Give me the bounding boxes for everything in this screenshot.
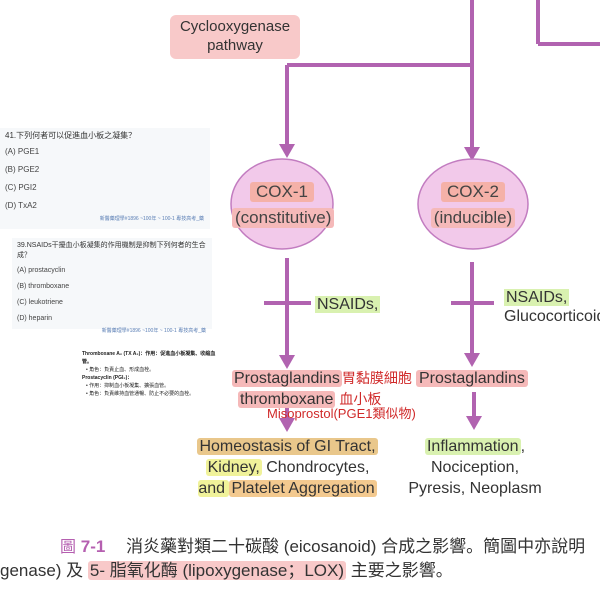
- figure-caption: 圖 7-1 消炎藥對類二十碳酸 (eicosanoid) 合成之影響。簡圖中亦說…: [0, 535, 586, 582]
- pathway-line2: pathway: [207, 37, 263, 54]
- arrowhead-cox2: [464, 147, 480, 161]
- figure-square-icon: 圖: [60, 539, 77, 556]
- arrowhead-prost-left: [279, 355, 295, 369]
- nsaids-right-line1: NSAIDs,: [504, 289, 570, 306]
- quiz-41-source: 新醫藥理學#1896 ~100年 ~ 100-1 專技高考_藥: [99, 216, 204, 222]
- quiz-panel-41: 41.下列何者可以促進血小板之凝集？ (A) PGE1 (B) PGE2 (C)…: [0, 128, 210, 229]
- outcomes-right: Inflammation, Nociception, Pyresis, Neop…: [400, 436, 550, 499]
- pyresis-label: Pyresis, Neoplasm: [408, 480, 542, 497]
- homeostasis-gi-label: Homeostasis of GI Tract,: [197, 438, 378, 455]
- nsaids-left-label: NSAIDs,: [315, 296, 381, 313]
- caption-lox-highlight: 5- 脂氧化酶 (lipoxygenase；LOX): [87, 561, 347, 580]
- quiz-39-option-b: (B) thromboxane: [17, 283, 70, 290]
- kidney-label: Kidney,: [205, 459, 262, 476]
- misoprostol-note: Misoprostol(PGE1類似物): [267, 406, 416, 421]
- connector-lines: [285, 0, 600, 148]
- prostaglandins-right-label: Prostaglandins: [416, 370, 528, 387]
- glucocorticoids-label: Glucocorticoids: [504, 308, 600, 325]
- note-line-5: • 角色：負責維持血管通暢、防止不必要的血栓。: [86, 391, 195, 397]
- thromboxane-label: thromboxane: [238, 391, 336, 408]
- nsaids-right-label: NSAIDs, Glucocorticoids: [504, 288, 600, 326]
- cox2-subtitle: (inducible): [430, 208, 516, 228]
- arrowhead-prost-right: [464, 353, 480, 367]
- quiz-39-source: 新醫藥理學#1896 ~100年 ~ 100-1 專技高考_藥: [101, 328, 206, 334]
- note-line-3: Prostacyclin (PGI₂)：: [82, 375, 133, 381]
- thromboxane-prostacyclin-notes: Thromboxane A₂ (TX A₂)：作用：促進血小板凝集、收縮血管。 …: [82, 350, 222, 398]
- cyclooxygenase-pathway-box: Cyclooxygenase pathway: [170, 15, 300, 59]
- chondrocytes-label: Chondrocytes,: [261, 459, 370, 476]
- platelet-note: 血小板: [339, 391, 382, 407]
- cox1-subtitle: (constitutive): [232, 208, 335, 228]
- quiz-41-option-d: (D) TxA2: [5, 201, 37, 210]
- caption-line2-start: genase) 及: [0, 561, 88, 580]
- arrowhead-cox1: [279, 144, 295, 158]
- cox1-label: COX-1 (constitutive): [232, 182, 335, 228]
- figure-label: 圖 7-1: [60, 537, 106, 556]
- gastric-mucosa-note: 胃黏膜細胞: [341, 370, 412, 386]
- cox1-name: COX-1: [250, 182, 314, 202]
- quiz-41-option-c: (C) PGI2: [5, 183, 37, 192]
- caption-line1: 消炎藥對類二十碳酸 (eicosanoid) 合成之影響。簡圖中亦說明: [126, 537, 586, 556]
- nociception-label: Nociception,: [430, 459, 520, 476]
- quiz-41-option-b: (B) PGE2: [5, 165, 40, 174]
- cox2-label: COX-2 (inducible): [422, 182, 524, 228]
- and-label: and: [198, 480, 230, 497]
- note-line-2: • 角色：負責止血、形成血栓。: [86, 367, 155, 373]
- note-line-4: • 作用：抑制血小板凝集、擴張血管。: [86, 383, 170, 389]
- quiz-39-option-d: (D) heparin: [17, 315, 53, 322]
- inflammation-label: Inflammation: [424, 438, 521, 455]
- products-right: Prostaglandins: [416, 369, 528, 389]
- arrowhead-outcome-left: [279, 418, 295, 432]
- note-line-1: Thromboxane A₂ (TX A₂)：作用：促進血小板凝集、收縮血管。: [82, 351, 216, 365]
- prostaglandins-left-label: Prostaglandins: [232, 370, 342, 387]
- arrowhead-outcome-right: [466, 416, 482, 430]
- outcomes-left: Homeostasis of GI Tract, Kidney, Chondro…: [190, 436, 385, 499]
- platelet-aggregation-label: Platelet Aggregation: [229, 480, 377, 497]
- quiz-39-option-c: (C) leukotriene: [17, 299, 63, 306]
- quiz-panel-39: 39.NSAIDs干擾血小板凝集的作用機制是抑制下列何者的生合成？ (A) pr…: [12, 238, 212, 334]
- quiz-41-option-a: (A) PGE1: [5, 147, 40, 156]
- pathway-line1: Cyclooxygenase: [179, 18, 291, 35]
- quiz-39-question: 39.NSAIDs干擾血小板凝集的作用機制是抑制下列何者的生合成？: [17, 242, 206, 259]
- cox2-name: COX-2: [441, 182, 505, 202]
- quiz-39-option-a: (A) prostacyclin: [17, 267, 66, 274]
- caption-line2-end: 主要之影響。: [346, 561, 453, 580]
- quiz-41-question: 41.下列何者可以促進血小板之凝集？: [5, 131, 137, 140]
